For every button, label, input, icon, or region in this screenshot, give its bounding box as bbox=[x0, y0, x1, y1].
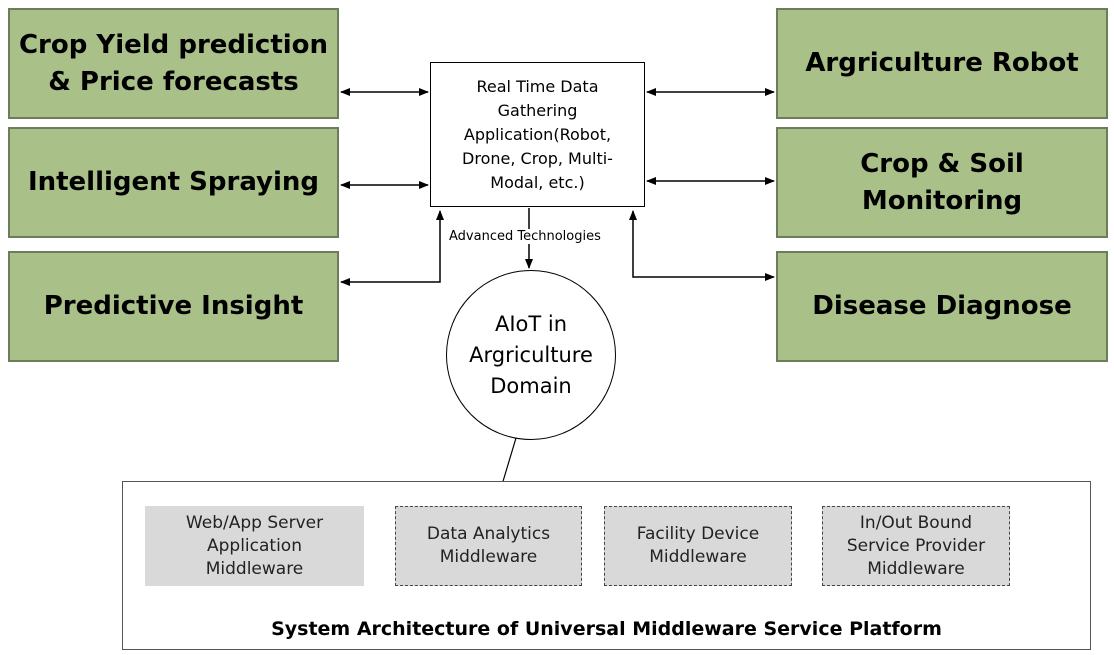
box-intelligent-spraying: Intelligent Spraying bbox=[8, 127, 339, 238]
box-crop-yield-prediction: Crop Yield prediction & Price forecasts bbox=[8, 8, 339, 119]
middleware-web-app-server: Web/App Server Application Middleware bbox=[145, 506, 364, 586]
box-real-time-data-gathering: Real Time Data Gathering Application(Rob… bbox=[430, 62, 645, 207]
box-crop-soil-monitoring: Crop & Soil Monitoring bbox=[776, 127, 1108, 238]
arrow-center-to-disease bbox=[629, 210, 775, 281]
box-agriculture-robot: Argriculture Robot bbox=[776, 8, 1108, 119]
platform-container: Web/App Server Application Middleware Da… bbox=[122, 481, 1091, 650]
arrow-predictive-to-center bbox=[340, 210, 444, 286]
box-predictive-insight: Predictive Insight bbox=[8, 251, 339, 362]
platform-title: System Architecture of Universal Middlew… bbox=[271, 618, 942, 640]
middleware-data-analytics: Data Analytics Middleware bbox=[395, 506, 582, 586]
circle-aiot-agriculture: AIoT in Argriculture Domain bbox=[446, 270, 616, 440]
label-advanced-technologies: Advanced Technologies bbox=[447, 229, 603, 244]
middleware-inout-bound: In/Out Bound Service Provider Middleware bbox=[822, 506, 1010, 586]
middleware-facility-device: Facility Device Middleware bbox=[604, 506, 792, 586]
box-disease-diagnose: Disease Diagnose bbox=[776, 251, 1108, 362]
